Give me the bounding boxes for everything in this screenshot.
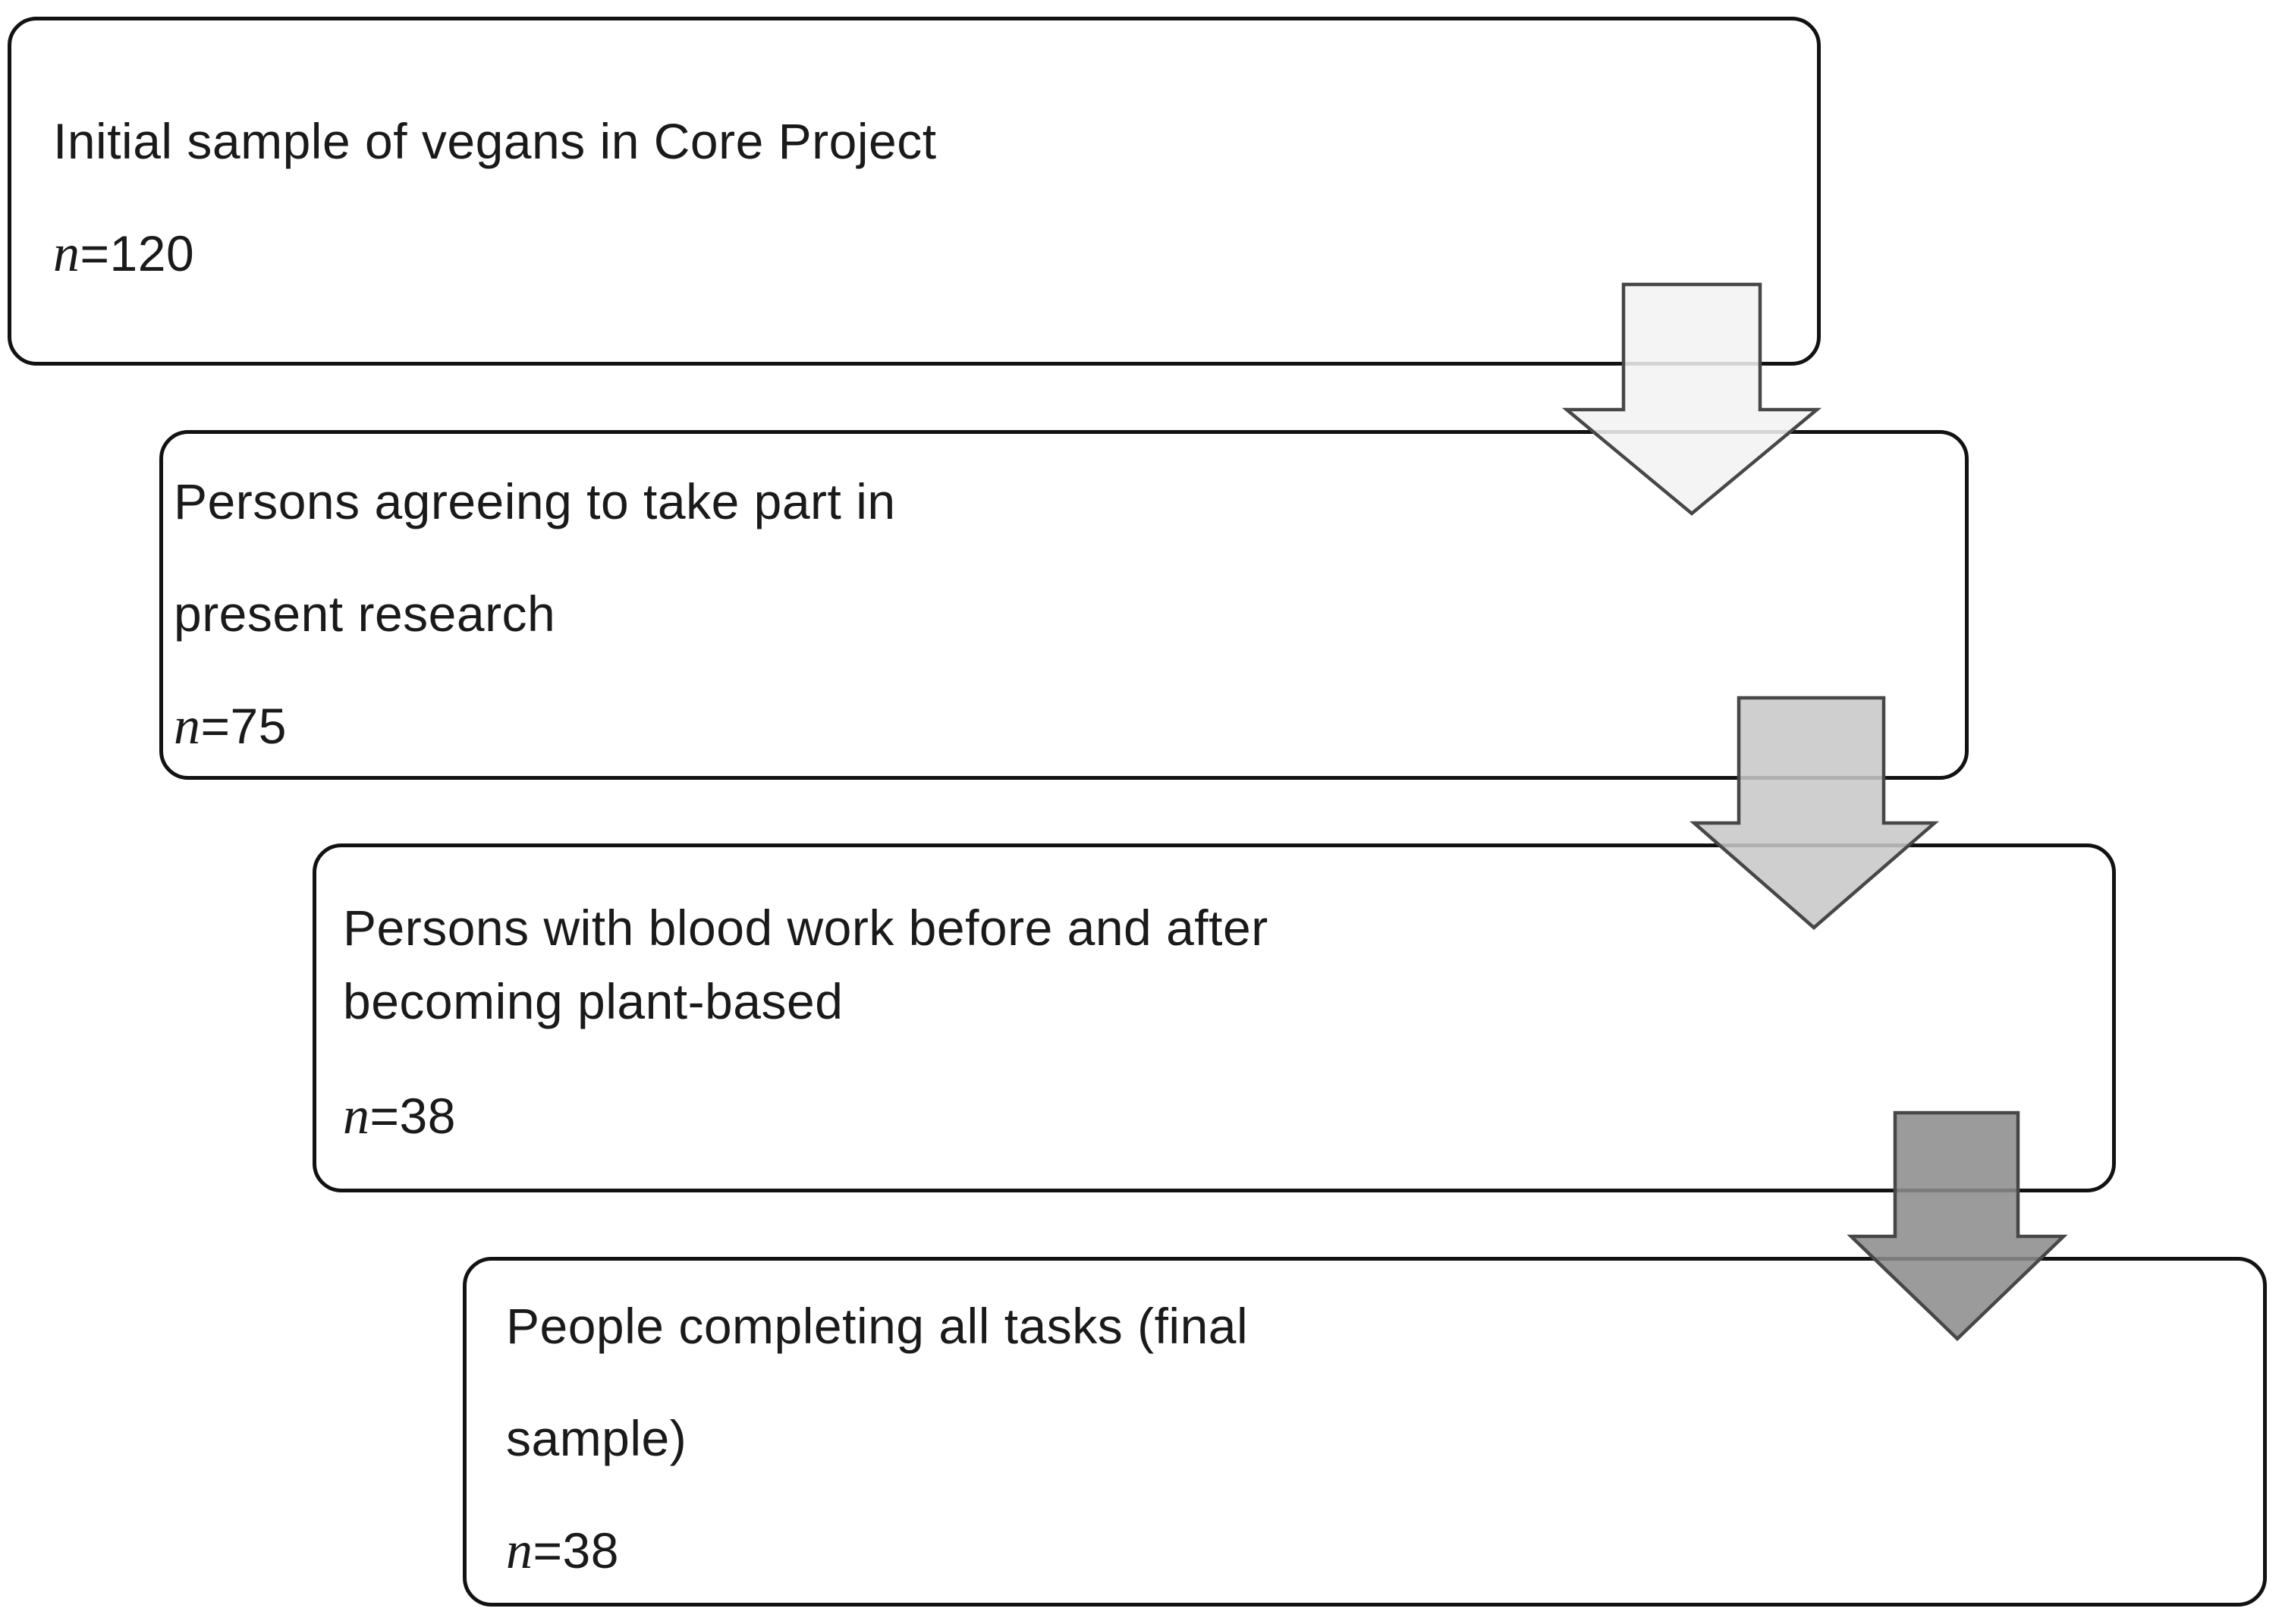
flow-box-blood-work: Persons with blood work before and after… bbox=[313, 843, 2116, 1192]
sample-size: n=38 bbox=[343, 1060, 2082, 1173]
box-text-line: Persons agreeing to take part in bbox=[174, 473, 896, 529]
n-value: =38 bbox=[369, 1088, 456, 1144]
n-symbol: n bbox=[343, 1087, 370, 1145]
n-symbol: n bbox=[53, 225, 80, 283]
n-symbol: n bbox=[174, 697, 201, 755]
flow-box-agreed-to-take-part: Persons agreeing to take part in present… bbox=[159, 430, 1969, 780]
box-text-line: Persons with blood work before and after bbox=[343, 900, 1268, 956]
box-text-line: present research bbox=[174, 586, 556, 642]
n-symbol: n bbox=[506, 1522, 533, 1580]
flow-box-final-sample: People completing all tasks (final sampl… bbox=[463, 1257, 2267, 1607]
n-value: =120 bbox=[80, 225, 195, 281]
sample-size: n=38 bbox=[506, 1494, 2233, 1607]
box-text-line: Initial sample of vegans in Core Project bbox=[53, 113, 937, 169]
sample-size: n=120 bbox=[53, 197, 1787, 310]
box-text-line: People completing all tasks (final bbox=[506, 1298, 1249, 1354]
n-value: =75 bbox=[200, 698, 287, 754]
n-value: =38 bbox=[533, 1522, 619, 1578]
sample-size: n=75 bbox=[174, 670, 1935, 783]
box-text-line: sample) bbox=[506, 1410, 687, 1466]
box-text-line: becoming plant-based bbox=[343, 973, 844, 1029]
flow-box-initial-sample: Initial sample of vegans in Core Project… bbox=[8, 17, 1821, 366]
